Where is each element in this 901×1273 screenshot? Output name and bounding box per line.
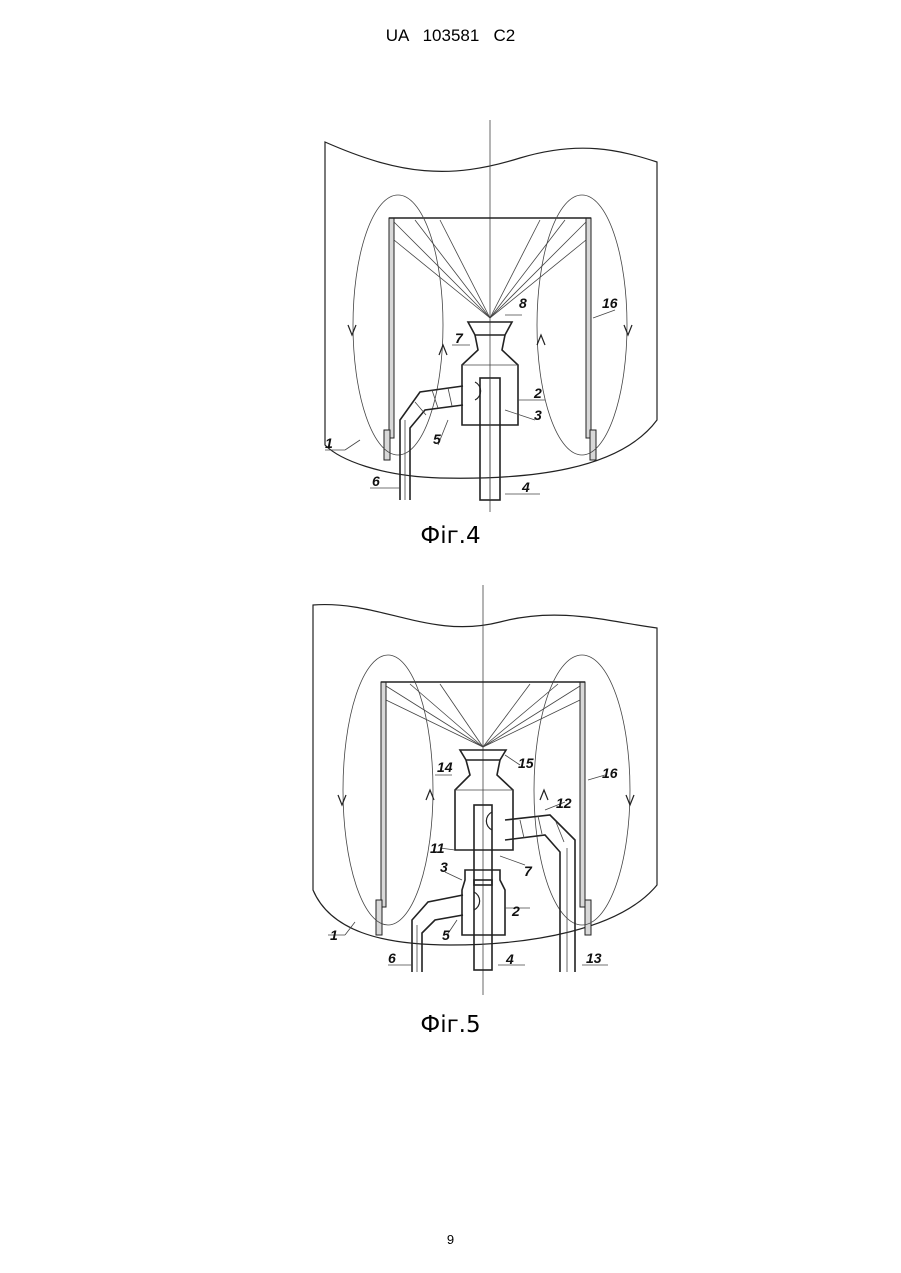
feed-pipe-13 xyxy=(505,815,575,972)
flow-arrow xyxy=(537,335,545,345)
leader-lines xyxy=(328,755,608,965)
label-16: 16 xyxy=(602,295,618,311)
page-number: 9 xyxy=(0,1232,901,1247)
label-7: 7 xyxy=(455,330,464,346)
patent-header: UA 103581 C2 xyxy=(0,26,901,46)
label-4: 4 xyxy=(521,479,530,495)
label-15: 15 xyxy=(518,755,534,771)
circulation-loop-left xyxy=(353,195,443,455)
cylinder-wall-left xyxy=(381,682,386,907)
label-3: 3 xyxy=(534,407,542,423)
figure-4-caption: Фіг.4 xyxy=(0,523,901,549)
figure-5-drawing: 1 2 3 4 5 6 7 11 12 13 14 15 16 xyxy=(0,580,901,1000)
label-11: 11 xyxy=(430,840,445,856)
label-6: 6 xyxy=(388,950,396,966)
leader-lines xyxy=(325,310,615,494)
cylinder-wall-right xyxy=(580,682,585,907)
label-13: 13 xyxy=(586,950,602,966)
label-6: 6 xyxy=(372,473,380,489)
circulation-loop-left xyxy=(343,655,433,925)
support-left xyxy=(384,430,390,460)
flow-arrow xyxy=(624,325,632,335)
flow-arrow xyxy=(439,345,447,355)
feed-pipe-6 xyxy=(412,895,463,972)
label-14: 14 xyxy=(437,759,453,775)
cylinder-wall-left xyxy=(389,218,394,438)
flow-arrow xyxy=(348,325,356,335)
figure-5-caption: Фіг.5 xyxy=(0,1012,901,1038)
label-12: 12 xyxy=(556,795,572,811)
feed-pipe-6 xyxy=(400,386,463,500)
circulation-loop-right xyxy=(537,195,627,455)
label-8: 8 xyxy=(519,295,527,311)
label-2: 2 xyxy=(533,385,542,401)
label-2: 2 xyxy=(511,903,520,919)
label-16: 16 xyxy=(602,765,618,781)
support-right xyxy=(585,900,591,935)
flow-arrow xyxy=(338,795,346,805)
cylinder-wall-right xyxy=(586,218,591,438)
support-left xyxy=(376,900,382,935)
label-5: 5 xyxy=(433,431,441,447)
support-right xyxy=(590,430,596,460)
label-4: 4 xyxy=(505,951,514,967)
figure-4-drawing: 1 2 3 4 5 6 7 8 16 xyxy=(0,110,901,520)
label-7: 7 xyxy=(524,863,533,879)
label-3: 3 xyxy=(440,859,448,875)
label-1: 1 xyxy=(325,435,333,451)
flow-arrow xyxy=(540,790,548,800)
label-1: 1 xyxy=(330,927,338,943)
label-5: 5 xyxy=(442,927,450,943)
